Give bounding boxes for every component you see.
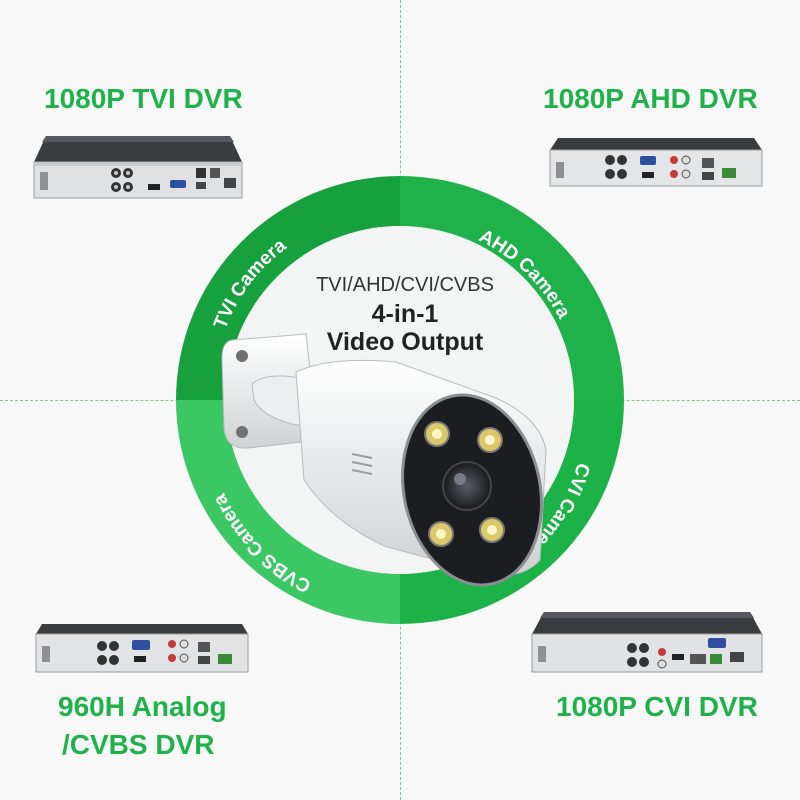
formats-text: TVI/AHD/CVI/CVBS: [316, 274, 494, 296]
bullet-camera-image: [221, 333, 547, 587]
dvr-recorder-image-ahd: [549, 138, 763, 187]
label-tvi-dvr: 1080P TVI DVR: [44, 83, 243, 114]
headline-line2: Video Output: [327, 328, 484, 356]
dvr-recorder-image-cvbs: [35, 624, 249, 673]
label-cvbs-dvr-line2: /CVBS DVR: [62, 729, 215, 760]
label-cvi-dvr: 1080P CVI DVR: [556, 691, 758, 722]
dvr-recorder-image-tvi: [33, 136, 243, 199]
ring-segment-cvbs: [176, 400, 400, 624]
ring-segment-ahd: [400, 176, 624, 400]
headline-line1: 4-in-1: [372, 300, 439, 328]
dvr-recorder-image-cvi: [531, 612, 763, 673]
label-cvbs-dvr-line1: 960H Analog: [58, 691, 227, 722]
label-ahd-dvr: 1080P AHD DVR: [543, 83, 758, 114]
